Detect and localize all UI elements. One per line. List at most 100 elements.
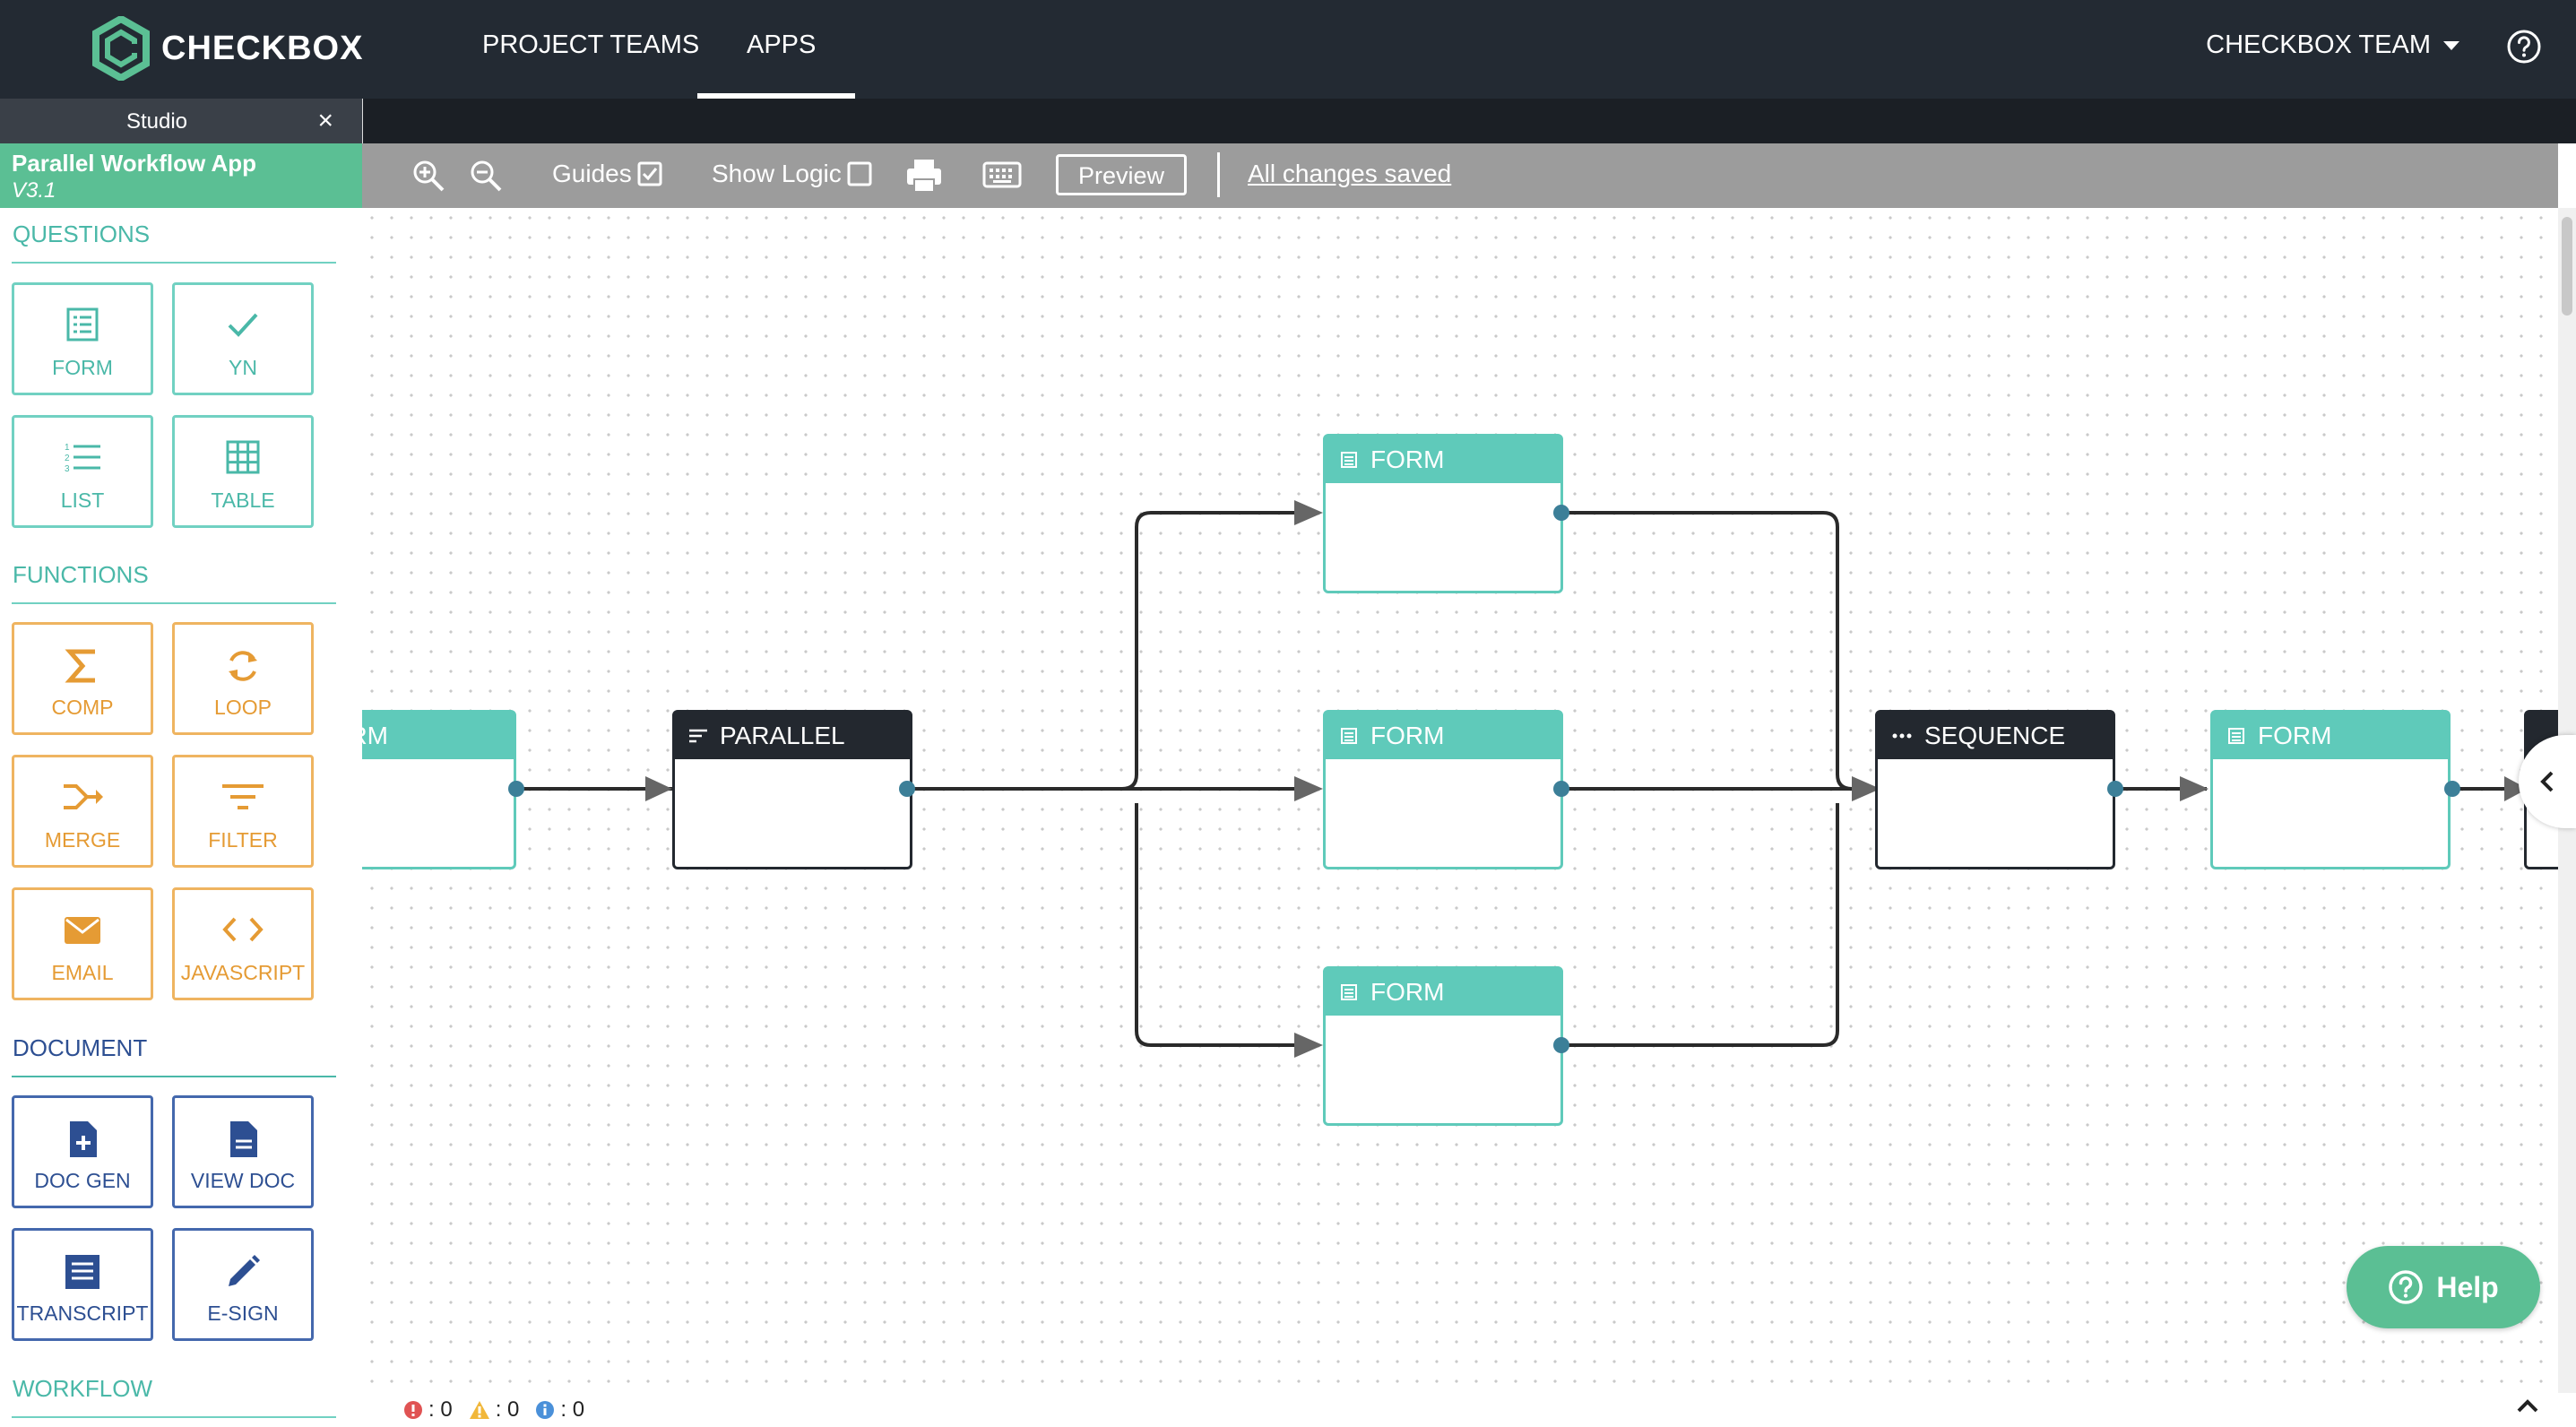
section-divider — [12, 1416, 336, 1418]
zoom-out-icon[interactable] — [468, 158, 504, 194]
show-logic-checkbox[interactable] — [847, 161, 872, 186]
node-title: FORM — [1370, 978, 1445, 1006]
show-logic-toggle[interactable]: Show Logic — [712, 160, 872, 188]
nav-project-teams[interactable]: PROJECT TEAMS — [482, 30, 700, 59]
tile-label: EMAIL — [51, 961, 114, 984]
tile-filter[interactable]: FILTER — [172, 755, 314, 868]
chevron-up-icon[interactable] — [2515, 1397, 2540, 1414]
output-port[interactable] — [1553, 781, 1569, 797]
warning-count-value: : 0 — [495, 1397, 520, 1422]
node-form-bottom[interactable]: FORM — [1323, 966, 1563, 1126]
node-form-right[interactable]: FORM — [2210, 710, 2451, 869]
tile-label: E-SIGN — [207, 1302, 279, 1325]
merge-icon — [64, 784, 103, 809]
preview-button[interactable]: Preview — [1056, 154, 1187, 195]
pen-icon — [229, 1255, 260, 1286]
warning-count[interactable]: : 0 — [469, 1397, 520, 1423]
node-title: FORM — [1370, 445, 1445, 473]
output-port[interactable] — [1553, 505, 1569, 521]
top-navigation: CHECKBOX PROJECT TEAMS APPS CHECKBOX TEA… — [0, 0, 2576, 99]
team-dropdown[interactable]: CHECKBOX TEAM — [2206, 30, 2459, 60]
arrowhead — [2504, 776, 2528, 801]
section-divider — [12, 602, 336, 604]
zoom-in-icon[interactable] — [411, 158, 446, 194]
print-icon[interactable] — [905, 158, 943, 194]
keyboard-icon[interactable] — [982, 160, 1022, 190]
save-status-link[interactable]: All changes saved — [1248, 160, 1452, 187]
arrowhead — [1294, 776, 1323, 801]
node-parallel[interactable]: PARALLEL — [672, 710, 912, 869]
arrowhead — [1852, 776, 1880, 801]
arrowhead — [1294, 1033, 1323, 1058]
guides-label: Guides — [552, 160, 632, 187]
tile-doc-gen[interactable]: DOC GEN — [12, 1095, 153, 1208]
edge-form-top-to-sequence — [1561, 511, 1870, 791]
nav-apps[interactable]: APPS — [747, 30, 817, 59]
help-button[interactable]: Help — [2347, 1246, 2540, 1328]
node-title: FORM — [1370, 722, 1445, 749]
node-form-mid[interactable]: FORM — [1323, 710, 1563, 869]
tile-transcript[interactable]: TRANSCRIPT — [12, 1228, 153, 1341]
checkbox-logo-icon — [92, 16, 150, 81]
app-name: Parallel Workflow App — [12, 150, 257, 177]
show-logic-label: Show Logic — [712, 160, 842, 187]
toolbar-divider — [1217, 152, 1220, 197]
tile-merge[interactable]: MERGE — [12, 755, 153, 868]
help-icon[interactable] — [2506, 29, 2542, 65]
guides-checkbox[interactable] — [637, 161, 662, 186]
tile-form[interactable]: FORM — [12, 282, 153, 395]
node-form-top[interactable]: FORM — [1323, 434, 1563, 593]
workflow-canvas[interactable]: RM PARALLEL FORM FORM FORM — [362, 208, 2558, 1393]
guides-toggle[interactable]: Guides — [552, 160, 662, 188]
output-port[interactable] — [1553, 1037, 1569, 1053]
section-workflow-title: WORKFLOW — [13, 1375, 152, 1402]
doc-view-icon — [230, 1121, 257, 1157]
caret-down-icon — [2443, 40, 2459, 50]
arrowhead — [1294, 500, 1323, 525]
tile-table[interactable]: TABLE — [172, 415, 314, 528]
scrollbar-thumb[interactable] — [2562, 217, 2572, 316]
output-port[interactable] — [2107, 781, 2123, 797]
help-icon — [2389, 1270, 2424, 1304]
tile-label: DOC GEN — [34, 1169, 131, 1192]
tile-email[interactable]: EMAIL — [12, 887, 153, 1000]
tile-comp[interactable]: COMP — [12, 622, 153, 735]
node-sequence[interactable]: SEQUENCE — [1875, 710, 2115, 869]
tile-yn[interactable]: YN — [172, 282, 314, 395]
tile-label: LIST — [60, 489, 105, 512]
node-form-partial[interactable]: RM — [362, 710, 516, 869]
app-version: V3.1 — [12, 178, 56, 203]
section-divider — [12, 1076, 336, 1077]
studio-header: Studio × — [0, 99, 362, 143]
info-count-value: : 0 — [560, 1397, 585, 1422]
warning-icon — [469, 1401, 489, 1419]
form-icon — [1341, 452, 1357, 468]
node-title: RM — [362, 722, 388, 749]
tile-label: TABLE — [211, 489, 275, 512]
tile-view-doc[interactable]: VIEW DOC — [172, 1095, 314, 1208]
node-title: SEQUENCE — [1924, 722, 2066, 749]
svg-text:3: 3 — [65, 464, 70, 474]
tile-javascript[interactable]: JAVASCRIPT — [172, 887, 314, 1000]
edge-form-bottom-to-sequence — [1561, 803, 1839, 1047]
sequence-icon — [1892, 733, 1912, 739]
output-port[interactable] — [899, 781, 915, 797]
tile-loop[interactable]: LOOP — [172, 622, 314, 735]
status-bar: : 0 : 0 : 0 — [362, 1393, 2576, 1427]
svg-text:2: 2 — [65, 454, 70, 463]
filter-icon — [222, 784, 264, 809]
sigma-icon — [65, 649, 95, 683]
error-count[interactable]: : 0 — [403, 1397, 453, 1423]
close-icon[interactable]: × — [317, 106, 333, 135]
team-name: CHECKBOX TEAM — [2206, 30, 2431, 59]
info-count[interactable]: : 0 — [535, 1397, 584, 1423]
brand-logo[interactable]: CHECKBOX — [91, 16, 363, 81]
node-title: FORM — [2258, 722, 2332, 749]
tile-e-sign[interactable]: E-SIGN — [172, 1228, 314, 1341]
active-tab-indicator — [697, 93, 855, 99]
arrowhead — [2180, 776, 2209, 801]
output-port[interactable] — [2444, 781, 2460, 797]
info-icon — [536, 1401, 555, 1419]
output-port[interactable] — [508, 781, 524, 797]
